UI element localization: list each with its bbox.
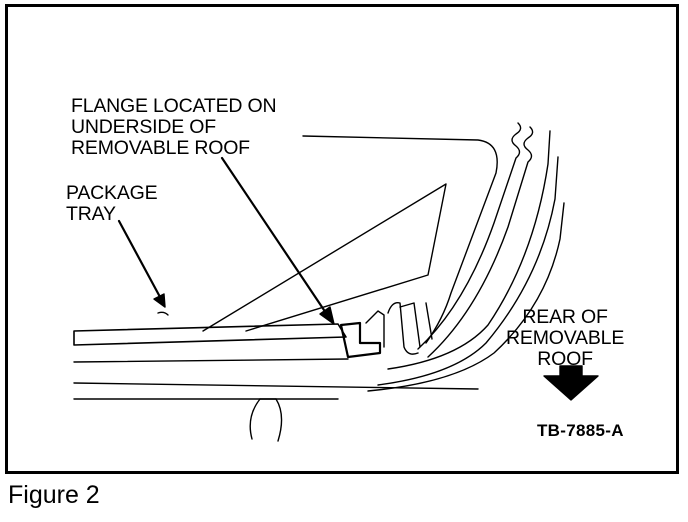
rear-roof-callout-line-2: REMOVABLE	[506, 327, 625, 349]
glass-reflection-lines	[202, 183, 447, 332]
weatherstrip-top	[417, 122, 522, 350]
flange-clip	[399, 302, 433, 348]
package-tray-callout-line-1: PACKAGE	[66, 182, 158, 204]
flange-callout: FLANGE LOCATED ON UNDERSIDE OF REMOVABLE…	[71, 95, 277, 159]
flange-callout-line-1: FLANGE LOCATED ON	[71, 95, 277, 117]
part-number-label: TB-7885-A	[537, 421, 624, 440]
package-tray-lower	[73, 358, 349, 363]
flange-leader-arrow	[220, 156, 335, 325]
body-sweep-1	[387, 130, 551, 370]
roof-flange-illustration	[73, 122, 599, 442]
rear-window-glass	[302, 135, 498, 344]
package-tray-callout: PACKAGE TRAY	[66, 182, 158, 225]
rear-roof-callout-line-3: ROOF	[537, 348, 593, 370]
rear-roof-callout: REAR OF REMOVABLE ROOF	[506, 307, 624, 370]
roof-flange	[339, 321, 382, 359]
tray-tick-mark	[157, 311, 169, 316]
flange-callout-line-2: UNDERSIDE OF	[71, 116, 216, 138]
body-sweep-3	[367, 202, 565, 392]
flange-bracket	[365, 302, 419, 355]
flange-callout-line-3: REMOVABLE ROOF	[71, 137, 250, 159]
body-sweep-2	[377, 156, 559, 386]
rear-direction-arrow	[543, 365, 599, 401]
package-tray-leader-arrow	[117, 219, 166, 308]
package-tray-surface	[73, 323, 347, 346]
rear-roof-callout-line-1: REAR OF	[522, 306, 608, 328]
figure-frame: FLANGE LOCATED ON UNDERSIDE OF REMOVABLE…	[5, 4, 679, 474]
package-tray-callout-line-2: TRAY	[66, 203, 116, 225]
lower-pillar	[249, 398, 283, 442]
figure-caption: Figure 2	[8, 481, 100, 509]
body-lower-line-1	[73, 382, 479, 390]
weatherstrip-top-2	[427, 126, 534, 358]
